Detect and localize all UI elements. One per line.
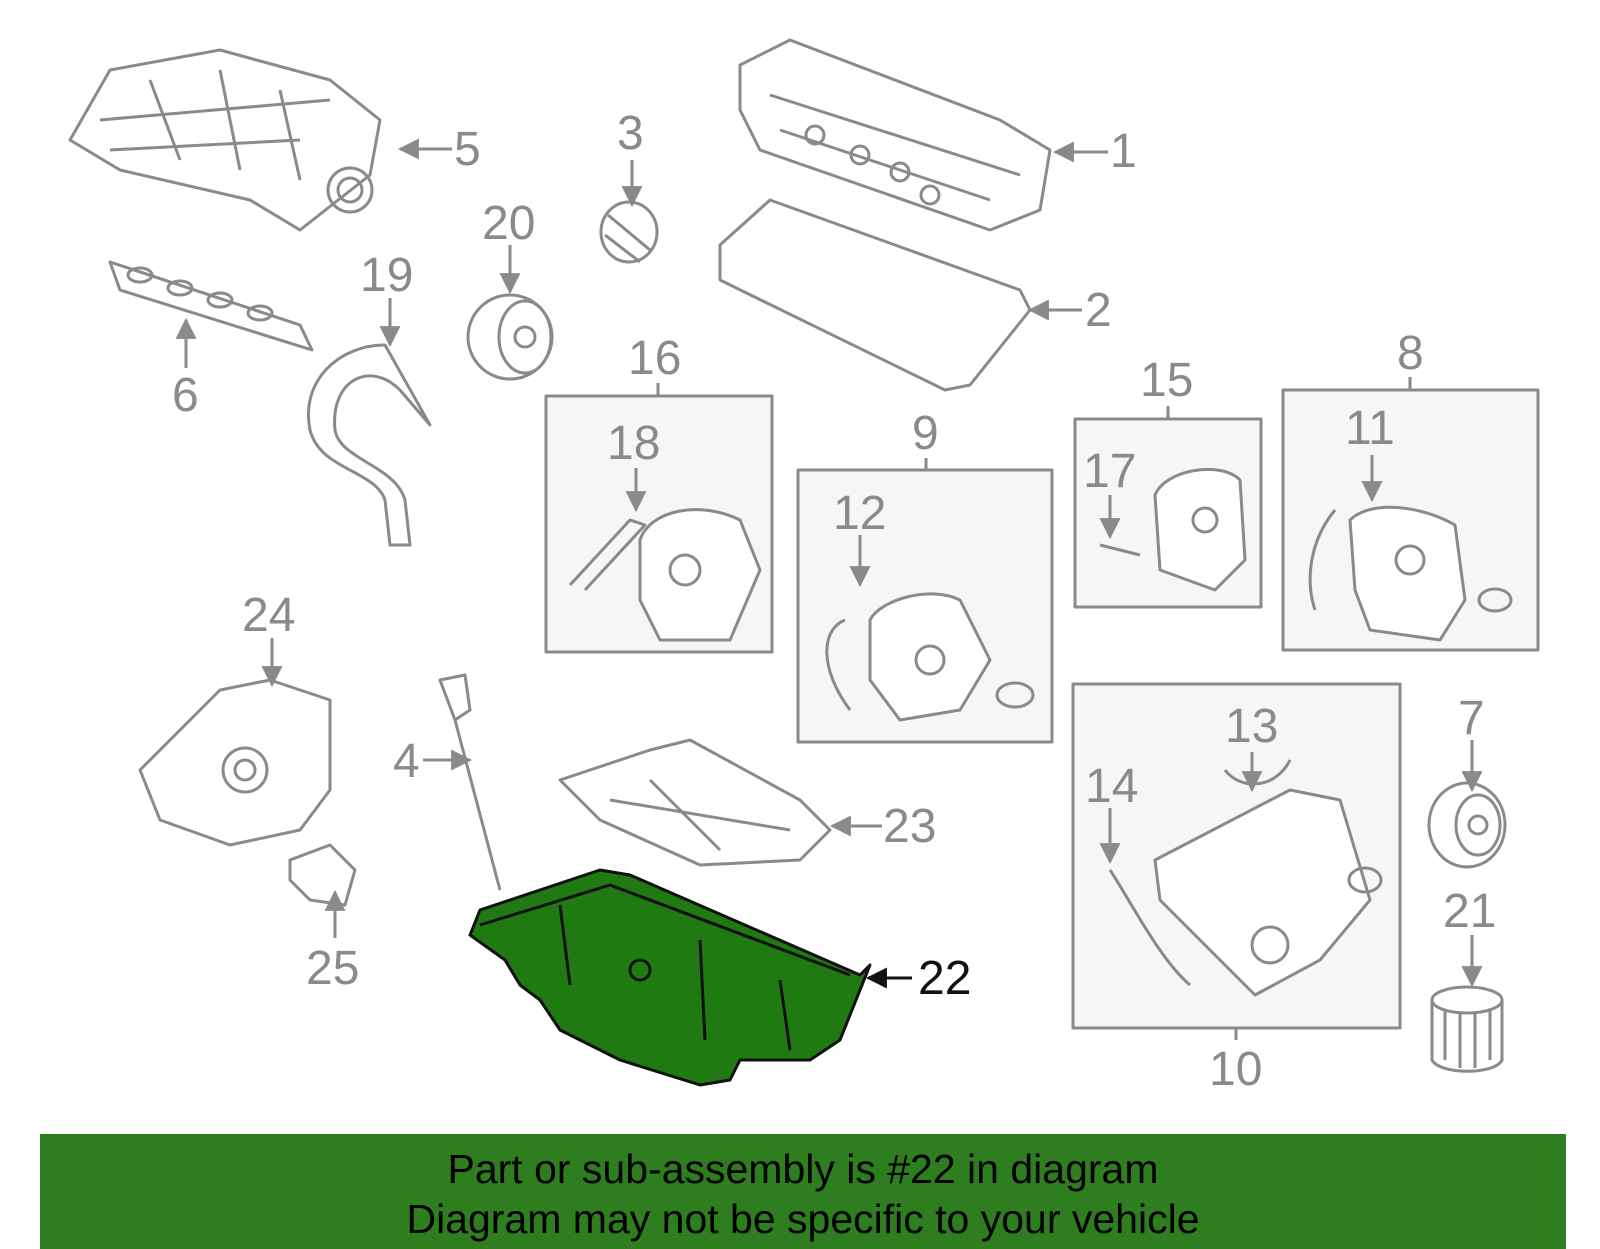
valve-cover-gasket [718, 198, 1032, 392]
callout-18: 18 [607, 417, 661, 470]
camshaft-pulley [466, 293, 554, 381]
oil-filter [1430, 985, 1504, 1073]
callout-15: 15 [1140, 354, 1194, 407]
callout-10: 10 [1209, 1043, 1263, 1096]
callout-16: 16 [628, 332, 682, 385]
banner-line-1: Part or sub-assembly is #22 in diagram [447, 1146, 1159, 1192]
callout-12: 12 [833, 487, 887, 540]
callout-23: 23 [883, 800, 937, 853]
dipstick [438, 673, 502, 891]
oil-pump [138, 678, 332, 847]
timing-cover-10 [1108, 759, 1383, 997]
info-banner: Part or sub-assembly is #22 in diagram D… [40, 1134, 1566, 1249]
callout-4: 4 [393, 735, 420, 788]
timing-cover-15 [1099, 467, 1247, 592]
callout-9: 9 [912, 407, 939, 460]
timing-cover-8 [1308, 505, 1513, 642]
callout-3: 3 [617, 107, 644, 160]
callout-5: 5 [454, 123, 481, 176]
manifold-gasket [108, 260, 314, 352]
timing-cover-9 [825, 592, 1035, 722]
crankshaft-pulley [1427, 781, 1507, 869]
banner-line-2: Diagram may not be specific to your vehi… [406, 1196, 1200, 1242]
callout-20: 20 [482, 197, 536, 250]
timing-cover-16 [568, 508, 762, 642]
oil-baffle [558, 738, 832, 867]
parts-diagram [68, 38, 1540, 1087]
oil-strainer [288, 843, 357, 907]
callout-11: 11 [1345, 402, 1395, 455]
callout-1: 1 [1110, 125, 1137, 178]
callout-22: 22 [918, 952, 972, 1005]
callout-19: 19 [360, 249, 414, 302]
intake-manifold [68, 48, 382, 232]
timing-belt [307, 343, 432, 547]
callout-8: 8 [1397, 327, 1424, 380]
valve-cover [738, 38, 1052, 232]
callout-2: 2 [1085, 284, 1112, 337]
callout-17: 17 [1083, 445, 1137, 498]
callout-7: 7 [1458, 692, 1485, 745]
callout-6: 6 [172, 369, 199, 422]
callout-25: 25 [306, 942, 360, 995]
callout-24: 24 [242, 589, 296, 642]
oil-pan-highlight [468, 868, 872, 1087]
callout-21: 21 [1443, 885, 1497, 938]
callout-14: 14 [1085, 760, 1139, 813]
oil-filler-cap [599, 200, 659, 264]
callout-13: 13 [1225, 700, 1279, 753]
